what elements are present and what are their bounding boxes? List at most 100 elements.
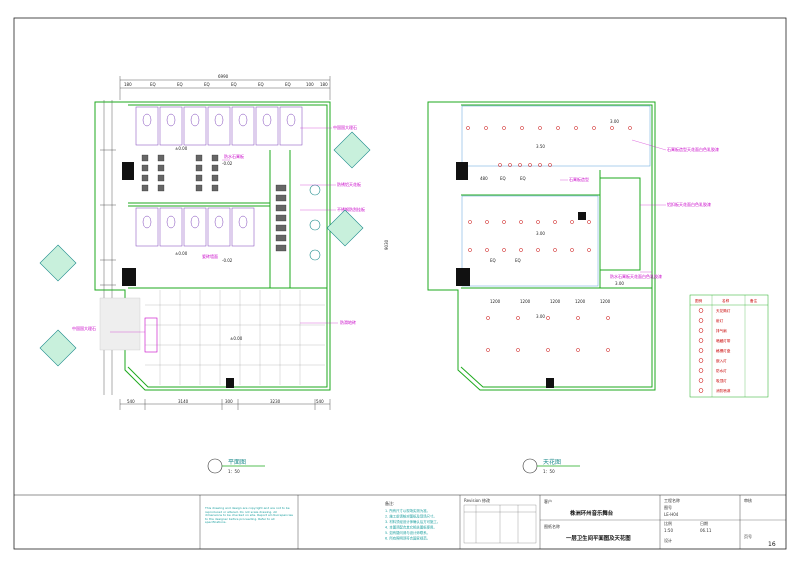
svg-text:EQ: EQ (258, 82, 264, 87)
svg-text:EQ: EQ (285, 82, 291, 87)
ceiling-light (536, 248, 540, 252)
svg-text:3140: 3140 (178, 399, 189, 404)
plan-overall-width: 6990 (218, 74, 229, 79)
ceiling-height: 3.00 (536, 314, 545, 319)
legend-symbol-icon (698, 378, 704, 383)
svg-text:1200: 1200 (600, 299, 611, 304)
svg-text:180: 180 (320, 82, 328, 87)
ceiling-light (546, 316, 550, 320)
plan-elevation: ±0.00 (230, 336, 243, 341)
ceiling-light (485, 248, 489, 252)
legend-item-label: 嵌入灯 (716, 358, 727, 363)
ceiling-light (516, 316, 520, 320)
ceiling-light (553, 220, 557, 224)
svg-text:铝扣板天花面白色乳胶漆: 铝扣板天花面白色乳胶漆 (667, 201, 711, 207)
ceiling-height: 3.00 (536, 231, 545, 236)
ceiling-dim-values: 480 EQ EQ EQ EQ 1200 1200 1200 1200 1200 (480, 176, 611, 304)
notes-english: This drawing and design are copyright an… (205, 507, 293, 525)
legend-header-symbol: 图例 (695, 298, 703, 303)
legend-symbol-icon (698, 348, 704, 353)
ceiling-light (468, 220, 472, 224)
sheet-title: 一层卫生间平面图及天花图 (566, 534, 631, 542)
ceiling-light (606, 348, 610, 352)
notes-title: 备注: (385, 500, 394, 506)
legend-item-label: 格栅灯盘 (716, 348, 731, 353)
ceiling-height: 3.00 (615, 281, 624, 286)
svg-text:540: 540 (316, 399, 324, 404)
svg-text:300: 300 (225, 399, 233, 404)
plan-fixtures (141, 154, 287, 252)
scale-label: 比例 (664, 520, 672, 526)
legend-symbol-icon (698, 318, 704, 323)
ceiling-light (570, 248, 574, 252)
plan-section-markers (39, 131, 371, 367)
plan-elevation: ±0.00 (175, 251, 188, 256)
sheet-number: 16 (768, 541, 776, 548)
svg-text:防水石膏板: 防水石膏板 (224, 153, 244, 159)
plan-view-marker (207, 458, 223, 474)
ceiling-light (538, 126, 542, 130)
svg-text:EQ: EQ (520, 176, 526, 181)
client-label: 客户 (544, 498, 552, 504)
svg-text:EQ: EQ (500, 176, 506, 181)
svg-text:中国国大理石: 中国国大理石 (333, 124, 357, 130)
ceiling-light (538, 163, 542, 167)
ceiling-light (576, 348, 580, 352)
svg-text:1200: 1200 (520, 299, 531, 304)
svg-text:中国国大理石: 中国国大理石 (72, 325, 96, 331)
ceiling-light (466, 126, 470, 130)
ceiling-light (574, 126, 578, 130)
plan-floor-tiles (145, 290, 325, 385)
legend-item-label: 吸顶灯 (716, 378, 727, 383)
note-line: 3. 材料须经设计师确认后方可施工。 (385, 519, 440, 524)
ceiling-plan: 石膏板造型天花面白色乳胶漆 石膏板造型 铝扣板天花面白色乳胶漆 防水石膏板天花面… (427, 101, 719, 474)
plan-cubicles-bottom (135, 207, 255, 247)
ceiling-light (606, 316, 610, 320)
plan-elevation: ±0.00 (175, 146, 188, 151)
legend-symbol-icon (698, 368, 704, 373)
plan-elevation: -0.02 (222, 258, 233, 263)
ceiling-light (548, 163, 552, 167)
plan-bottom-dim-values: 540 3140 300 3230 540 (127, 399, 324, 404)
svg-text:EQ: EQ (177, 82, 183, 87)
note-line: 5. 如有疑问请与设计师联系。 (385, 530, 430, 535)
legend-item-label: 暗藏灯带 (716, 338, 731, 343)
ceiling-light (502, 248, 506, 252)
drawing-no-label: 图号 (664, 504, 672, 510)
drawing-no: LE-H04 (664, 512, 679, 517)
ceiling-view-scale: 1：50 (543, 469, 555, 474)
plan-walls (94, 101, 331, 391)
ceiling-view-marker (522, 458, 538, 474)
ceiling-light (553, 248, 557, 252)
ceiling-columns (456, 162, 586, 388)
svg-text:石膏板造型: 石膏板造型 (569, 176, 589, 182)
ceiling-height: 3.50 (536, 144, 545, 149)
ceiling-light (628, 126, 632, 130)
ceiling-light (519, 248, 523, 252)
svg-text:不锈钢防刮挂板: 不锈钢防刮挂板 (337, 206, 365, 212)
legend-header-name: 名称 (722, 298, 730, 303)
legend-symbol-icon (698, 328, 704, 333)
floor-plan: 6990 180 EQ EQ EQ EQ EQ EQ 100 180 (39, 74, 389, 474)
ceiling-light (502, 126, 506, 130)
plan-left-dimensions (100, 100, 116, 395)
notes-lines: 1. 所有尺寸以现场实测为准。2. 施工前请核对图纸及现场尺寸。3. 材料须经设… (385, 508, 440, 541)
note-line: 2. 施工前请核对图纸及现场尺寸。 (385, 514, 437, 519)
legend-symbol-icon (698, 308, 704, 313)
legend-item-label: 防水灯 (716, 368, 727, 373)
ceiling-light (528, 163, 532, 167)
svg-text:EQ: EQ (204, 82, 210, 87)
plan-top-dimensions (119, 76, 331, 100)
legend-item-label: 射灯 (716, 318, 724, 323)
svg-text:EQ: EQ (150, 82, 156, 87)
scale-value: 1:50 (664, 528, 673, 533)
project-name: 株洲环州音乐舞台 (570, 509, 614, 517)
svg-text:EQ: EQ (231, 82, 237, 87)
ceiling-light (587, 248, 591, 252)
ceiling-light (518, 163, 522, 167)
ceiling-light (587, 220, 591, 224)
svg-text:1200: 1200 (575, 299, 586, 304)
svg-text:1200: 1200 (490, 299, 501, 304)
